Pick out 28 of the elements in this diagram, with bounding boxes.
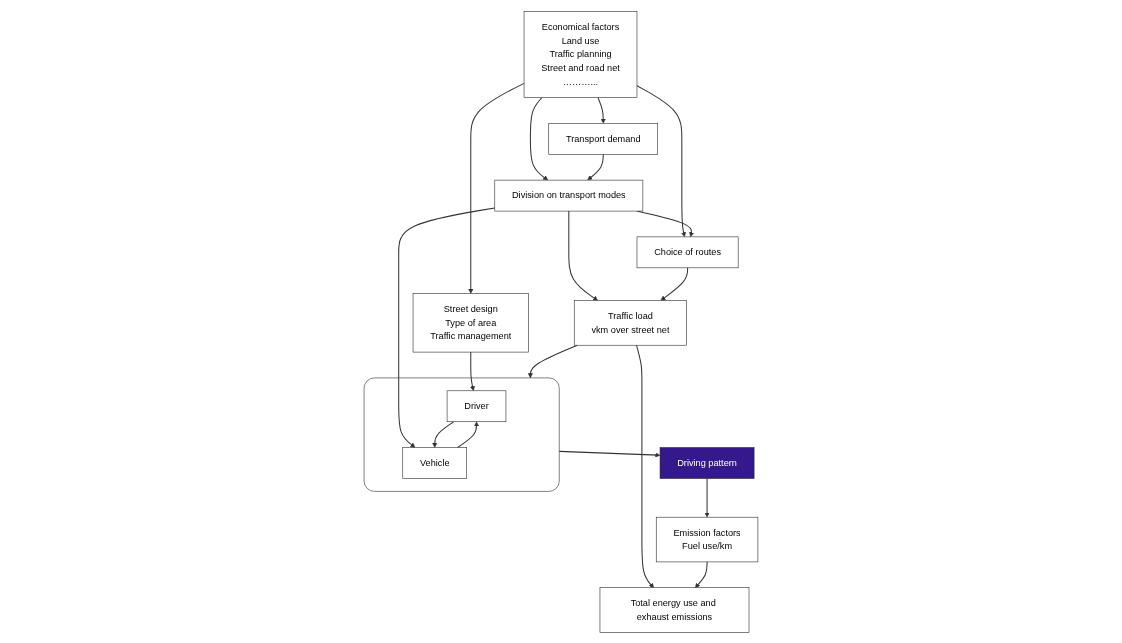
- node-box: Total energy use and exhaust emissions: [599, 586, 750, 633]
- node-box: Choice of routes: [636, 236, 739, 268]
- node-box: Traffic load vkm over street net: [573, 299, 687, 345]
- node-box: Transport demand: [548, 122, 659, 155]
- arrow: [527, 344, 578, 378]
- node-box: Vehicle: [402, 446, 467, 479]
- arrow: [398, 206, 496, 448]
- arrow: [568, 210, 598, 301]
- arrow: [457, 421, 480, 448]
- arrow: [704, 477, 710, 517]
- node-box: Street design Type of area Traffic management: [412, 292, 529, 352]
- cluster: [363, 377, 560, 492]
- arrow: [636, 344, 655, 588]
- node-box: Driver: [446, 390, 507, 422]
- arrow: [587, 153, 604, 180]
- node-box: Division on transport modes: [494, 179, 644, 211]
- arrow: [470, 351, 475, 391]
- node-box: Economical factors Land use Traffic planning Street and road net ………...: [523, 10, 638, 98]
- node-box: Emission factors Fuel use/km: [655, 516, 759, 562]
- arrow: [660, 266, 689, 301]
- arrow: [558, 450, 661, 458]
- arrow: [597, 96, 606, 124]
- arrow: [432, 420, 455, 448]
- arrow: [636, 84, 686, 237]
- arrow: [529, 96, 549, 180]
- arrow: [468, 82, 525, 294]
- arrow: [694, 560, 708, 588]
- node-box: Driving pattern: [659, 446, 755, 479]
